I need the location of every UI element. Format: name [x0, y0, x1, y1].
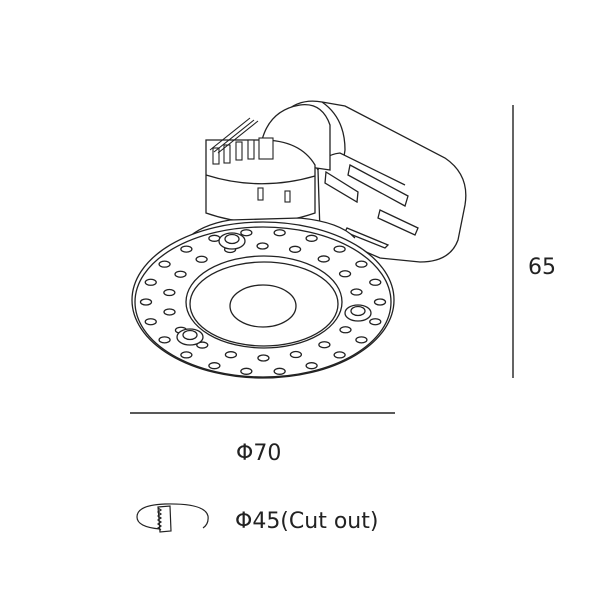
flange-hole: [144, 318, 157, 326]
flange-hole: [333, 351, 346, 359]
flange-hole: [289, 350, 303, 359]
height-label: 65: [528, 255, 556, 280]
flange: [131, 217, 395, 379]
flange-hole: [208, 362, 221, 370]
flange-hole: [224, 233, 240, 245]
flange-hole: [139, 298, 153, 306]
flange-hole: [240, 229, 253, 237]
flange-hole: [256, 242, 269, 250]
flange-hole: [350, 305, 366, 317]
flange-hole: [350, 288, 363, 296]
flange-hole: [369, 278, 382, 286]
flange-hole: [257, 354, 270, 362]
flange-holes: [139, 229, 387, 375]
flange-hole: [182, 329, 198, 341]
housing: [205, 117, 316, 224]
flange-hole: [273, 229, 286, 237]
flange-hole: [305, 234, 318, 242]
flange-hole: [224, 351, 238, 359]
flange-hole: [305, 362, 318, 370]
flange-hole: [174, 270, 187, 278]
flange-hole: [373, 298, 387, 306]
flange-hole: [180, 351, 193, 359]
flange-hole: [369, 318, 382, 326]
flange-hole: [163, 288, 176, 297]
flange-hole: [144, 278, 157, 286]
flange-hole: [208, 234, 221, 242]
flange-hole: [288, 245, 302, 253]
cutout-icon: [136, 503, 209, 533]
flange-hole: [158, 260, 171, 268]
flange-hole: [333, 245, 346, 253]
flange-hole: [355, 336, 368, 344]
flange-hole: [195, 255, 208, 263]
flange-hole: [339, 326, 352, 334]
flange-hole: [318, 341, 331, 349]
flange-hole: [273, 367, 286, 375]
cutout-label: Φ45(Cut out): [235, 509, 379, 534]
flange-hole: [163, 308, 176, 316]
flange-hole: [317, 255, 330, 263]
flange-hole: [240, 367, 253, 375]
flange-hole: [338, 270, 352, 278]
diameter-label: Φ70: [236, 441, 282, 466]
flange-hole: [355, 260, 368, 268]
flange-hole: [196, 341, 209, 349]
flange-hole: [180, 245, 193, 253]
flange-hole: [158, 336, 171, 344]
